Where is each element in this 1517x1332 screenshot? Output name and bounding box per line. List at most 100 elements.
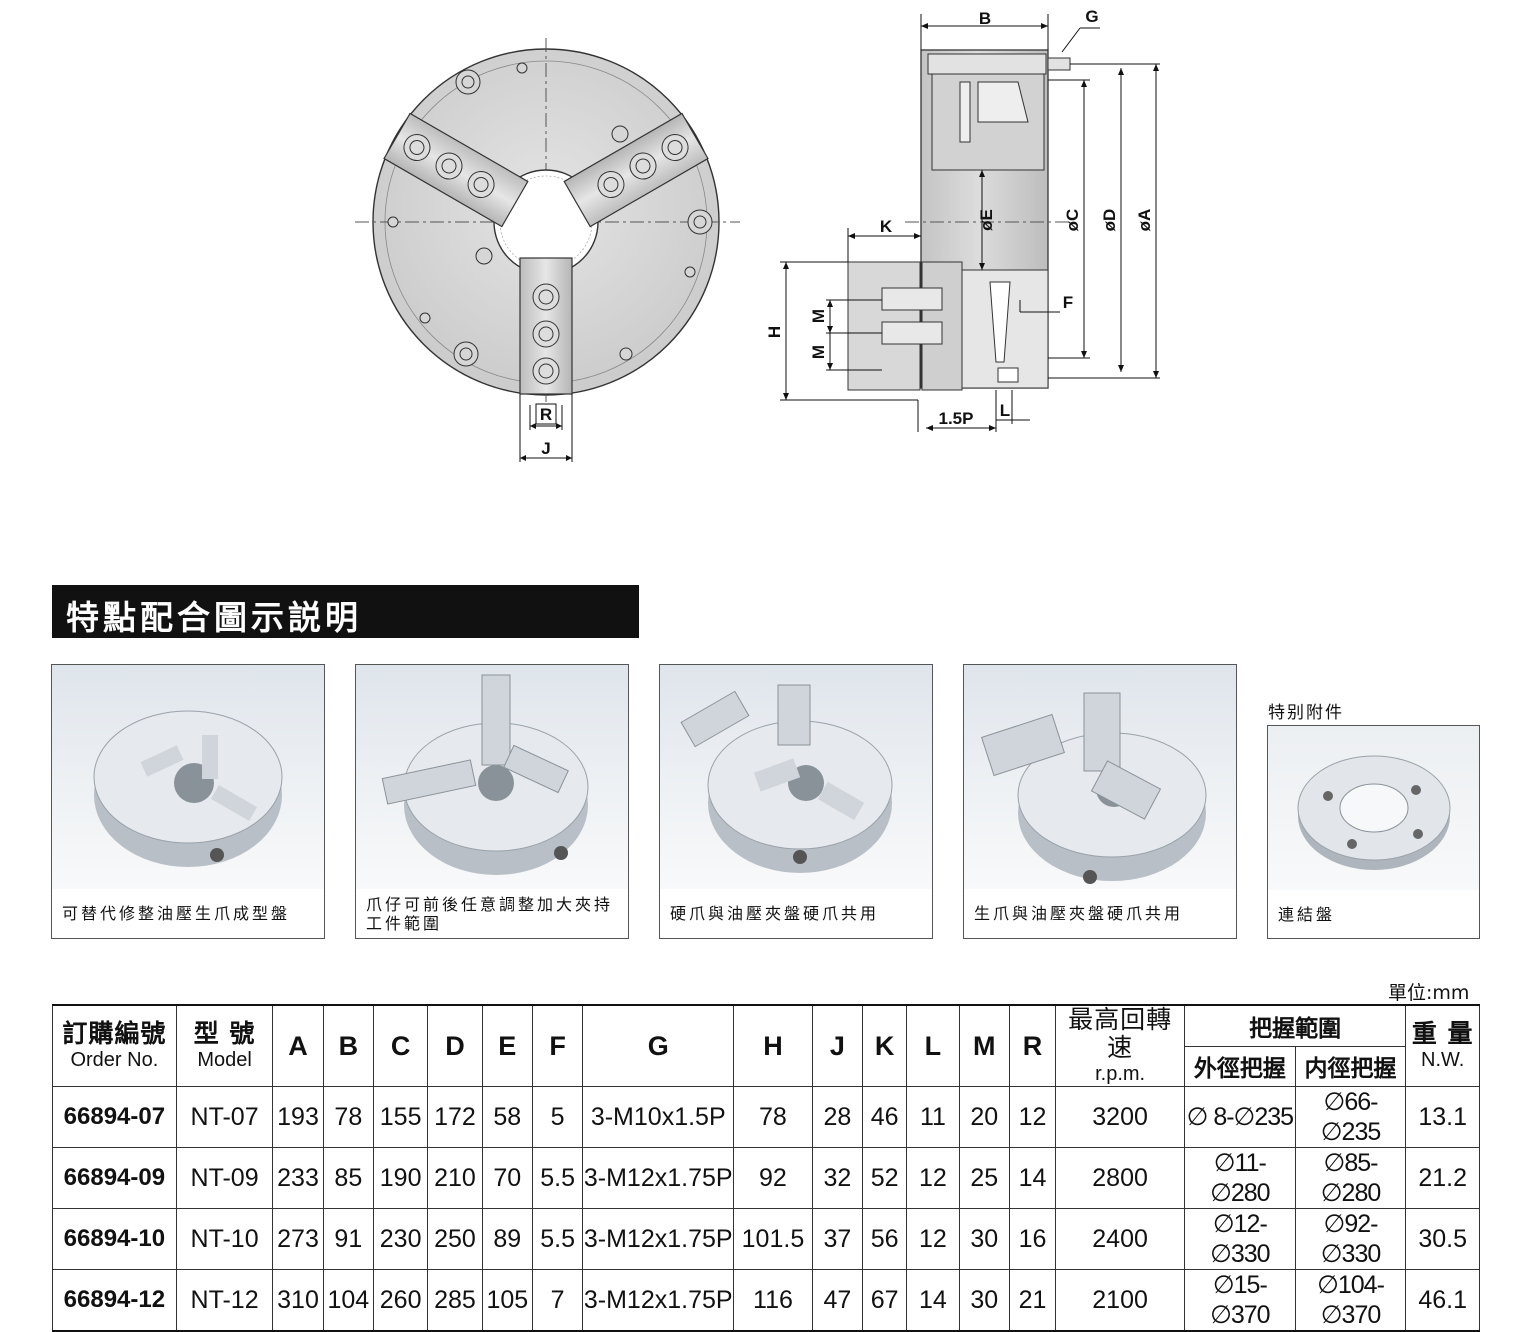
cell-order: 66894-12 — [52, 1269, 177, 1332]
cell-e: 70 — [481, 1147, 533, 1209]
dim-k-label: K — [880, 217, 893, 236]
cell-inner: ∅66-∅235 — [1294, 1086, 1407, 1148]
header-d: D — [427, 1004, 483, 1087]
header-j: J — [811, 1004, 864, 1087]
cell-order: 66894-09 — [52, 1147, 177, 1209]
cell-r: 14 — [1008, 1147, 1057, 1209]
cell-c: 190 — [372, 1147, 429, 1209]
cell-h: 78 — [733, 1086, 813, 1148]
cell-model: NT-10 — [175, 1208, 274, 1270]
feature-caption-3: 硬爪與油壓夾盤硬爪共用 — [670, 904, 880, 923]
dim-p-label: 1.5P — [939, 409, 974, 428]
cell-c: 155 — [372, 1086, 429, 1148]
header-r: R — [1008, 1004, 1057, 1087]
header-g: G — [582, 1004, 735, 1087]
adapter-plate-photo — [1268, 726, 1479, 890]
cell-e: 89 — [481, 1208, 533, 1270]
cell-m: 25 — [958, 1147, 1010, 1209]
accessory-title: 特别附件 — [1268, 703, 1344, 723]
dim-g-label: G — [1085, 7, 1098, 26]
cell-m: 30 — [958, 1269, 1010, 1332]
header-f: F — [531, 1004, 584, 1087]
table-subheader-row: 外徑把握 内徑把握 — [53, 1045, 1480, 1087]
cell-h: 116 — [733, 1269, 813, 1332]
dim-e-label: øE — [977, 209, 996, 231]
dim-c-label: øC — [1063, 209, 1082, 232]
cell-f: 5 — [531, 1086, 584, 1148]
cell-rpm: 3200 — [1055, 1086, 1185, 1148]
cell-k: 67 — [861, 1269, 908, 1332]
header-e: E — [481, 1004, 533, 1087]
cell-b: 78 — [322, 1086, 374, 1148]
spec-table: 訂購編號 Order No. 型 號 Model A B C D E F G H… — [52, 1004, 1480, 1332]
cell-d: 210 — [427, 1147, 483, 1209]
cell-g: 3-M10x1.5P — [582, 1086, 735, 1148]
cell-m: 20 — [958, 1086, 1010, 1148]
cell-rpm: 2800 — [1055, 1147, 1185, 1209]
feature-caption-4: 生爪與油壓夾盤硬爪共用 — [974, 904, 1184, 923]
cell-k: 52 — [861, 1147, 908, 1209]
section-banner: 特點配合圖示説明 — [52, 585, 639, 638]
cell-g: 3-M12x1.75P — [582, 1208, 735, 1270]
cell-h: 92 — [733, 1147, 813, 1209]
header-order: 訂購編號 Order No. — [52, 1004, 177, 1087]
cell-nw: 13.1 — [1405, 1086, 1480, 1148]
cell-outer: ∅ 8-∅235 — [1183, 1086, 1296, 1148]
cell-g: 3-M12x1.75P — [582, 1147, 735, 1209]
cell-k: 46 — [861, 1086, 908, 1148]
jaw-upper-left — [383, 112, 529, 228]
cell-inner: ∅85-∅280 — [1294, 1147, 1407, 1209]
cell-order: 66894-07 — [52, 1086, 177, 1148]
cell-rpm: 2100 — [1055, 1269, 1185, 1332]
chuck-mixed-jaws-photo — [964, 665, 1236, 889]
cell-e: 105 — [481, 1269, 533, 1332]
cell-rpm: 2400 — [1055, 1208, 1185, 1270]
cell-l: 11 — [906, 1086, 960, 1148]
cell-a: 193 — [272, 1086, 324, 1148]
cell-l: 12 — [906, 1147, 960, 1209]
unit-label: 單位:mm — [1388, 982, 1470, 1004]
header-weight: 重 量 N.W. — [1405, 1004, 1480, 1087]
cell-b: 85 — [322, 1147, 374, 1209]
dim-d-label: øD — [1100, 209, 1119, 232]
header-l: L — [906, 1004, 960, 1087]
chuck-soft-jaws-photo — [52, 665, 324, 889]
cell-b: 104 — [322, 1269, 374, 1332]
accessory-caption: 連結盤 — [1278, 904, 1336, 924]
cell-a: 310 — [272, 1269, 324, 1332]
cell-g: 3-M12x1.75P — [582, 1269, 735, 1332]
cell-r: 16 — [1008, 1208, 1057, 1270]
feature-caption-2: 爪仔可前後任意調整加大夾持工件範圍 — [366, 894, 614, 933]
cell-outer: ∅11-∅280 — [1183, 1147, 1296, 1209]
cell-nw: 21.2 — [1405, 1147, 1480, 1209]
feature-card-2: 爪仔可前後任意調整加大夾持工件範圍 — [355, 664, 629, 939]
cell-j: 47 — [811, 1269, 864, 1332]
dim-m-label-upper: M — [809, 309, 828, 323]
cell-j: 37 — [811, 1208, 864, 1270]
cell-a: 233 — [272, 1147, 324, 1209]
cell-k: 56 — [861, 1208, 908, 1270]
cell-model: NT-07 — [175, 1086, 274, 1148]
jaw-upper-right — [563, 112, 709, 228]
dim-a-label: øA — [1135, 209, 1154, 232]
cell-j: 28 — [811, 1086, 864, 1148]
cell-c: 260 — [372, 1269, 429, 1332]
cell-inner: ∅92-∅330 — [1294, 1208, 1407, 1270]
cell-model: NT-09 — [175, 1147, 274, 1209]
table-header-row: 訂購編號 Order No. 型 號 Model A B C D E F G H… — [52, 1004, 1480, 1087]
cell-l: 12 — [906, 1208, 960, 1270]
cell-b: 91 — [322, 1208, 374, 1270]
cell-order: 66894-10 — [52, 1208, 177, 1270]
cell-f: 5.5 — [531, 1208, 584, 1270]
header-h: H — [733, 1004, 813, 1087]
dim-r-label: R — [540, 405, 552, 424]
section-title: 特點配合圖示説明 — [66, 598, 362, 637]
feature-card-3: 硬爪與油壓夾盤硬爪共用 — [659, 664, 933, 939]
feature-card-1: 可替代修整油壓生爪成型盤 — [51, 664, 325, 939]
cell-outer: ∅12-∅330 — [1183, 1208, 1296, 1270]
cell-inner: ∅104-∅370 — [1294, 1269, 1407, 1332]
accessory-card: 連結盤 — [1267, 725, 1480, 939]
